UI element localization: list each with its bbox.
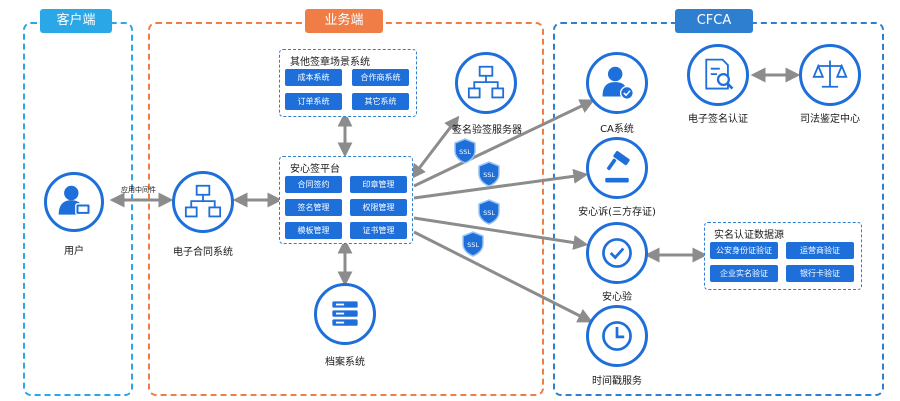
archive-node (314, 283, 376, 345)
arrow-platform-evidence (413, 168, 589, 200)
other-system-chip: 订单系统 (285, 93, 342, 110)
judicial-label: 司法鉴定中心 (800, 114, 860, 125)
client-zone-title: 客户端 (40, 9, 112, 33)
ca-label: CA系统 (600, 124, 634, 135)
sign-server-node (455, 52, 517, 114)
ssl-badge: SSL (478, 199, 500, 225)
database-icon (332, 301, 358, 326)
evidence-label: 安心诉(三方存证) (578, 207, 656, 218)
platform-chip: 模板管理 (285, 222, 342, 239)
realname-chip: 企业实名验证 (710, 265, 778, 282)
arrow-platform-signserver (410, 115, 460, 180)
platform-chip: 印章管理 (350, 176, 407, 193)
timestamp-node (586, 305, 648, 367)
gavel-icon (605, 150, 630, 183)
realname-title: 实名认证数据源 (714, 230, 784, 241)
ssl-badge: SSL (462, 231, 484, 257)
platform-chip: 签名管理 (285, 199, 342, 216)
other-system-chip: 成本系统 (285, 69, 342, 86)
contract-system-label: 电子合同系统 (173, 247, 233, 258)
cfca-zone-title: CFCA (675, 9, 753, 33)
verify-node (586, 222, 648, 284)
ssl-badge-text: SSL (467, 241, 479, 249)
sign-server-label: 签名验签服务器 (452, 125, 522, 136)
document-search-icon (705, 58, 734, 90)
e-sign-auth-label: 电子签名认证 (688, 114, 748, 125)
arrow-platform-ca (413, 99, 595, 188)
platform-title: 安心签平台 (290, 164, 340, 175)
archive-label: 档案系统 (325, 357, 365, 368)
timestamp-label: 时间戳服务 (592, 376, 642, 387)
middleware-label: 应用中间件 (121, 186, 156, 194)
business-zone-title: 业务端 (305, 9, 383, 33)
other-system-chip: 其它系统 (352, 93, 409, 110)
verify-label: 安心验 (602, 292, 632, 303)
ssl-badge-text: SSL (459, 148, 471, 156)
platform-chip: 合同签约 (285, 176, 342, 193)
realname-chip: 运营商验证 (786, 242, 854, 259)
judicial-node (799, 44, 861, 106)
user-node (44, 172, 104, 232)
check-circle-icon (602, 238, 632, 268)
ssl-badge-text: SSL (483, 209, 495, 217)
other-system-chip: 合作商系统 (352, 69, 409, 86)
arrow-platform-verify (413, 216, 589, 250)
user-label: 用户 (64, 246, 84, 257)
user-icon (58, 185, 91, 216)
other-systems-title: 其他签章场景系统 (290, 57, 370, 68)
e-sign-auth-node (687, 44, 749, 106)
realname-chip: 公安身份证验证 (710, 242, 778, 259)
platform-chip: 证书管理 (350, 222, 407, 239)
arrow-platform-timestamp (413, 230, 593, 323)
evidence-node (586, 137, 648, 199)
platform-chip: 权限管理 (350, 199, 407, 216)
scale-icon (812, 60, 848, 88)
ssl-badge: SSL (478, 161, 500, 187)
user-check-icon (602, 66, 634, 100)
network-icon (184, 184, 222, 218)
ca-node (586, 52, 648, 114)
contract-system-node (172, 171, 234, 233)
ssl-badge: SSL (454, 138, 476, 164)
realname-chip: 银行卡验证 (786, 265, 854, 282)
network-icon (467, 65, 505, 99)
ssl-badge-text: SSL (483, 171, 495, 179)
clock-icon (602, 321, 632, 351)
